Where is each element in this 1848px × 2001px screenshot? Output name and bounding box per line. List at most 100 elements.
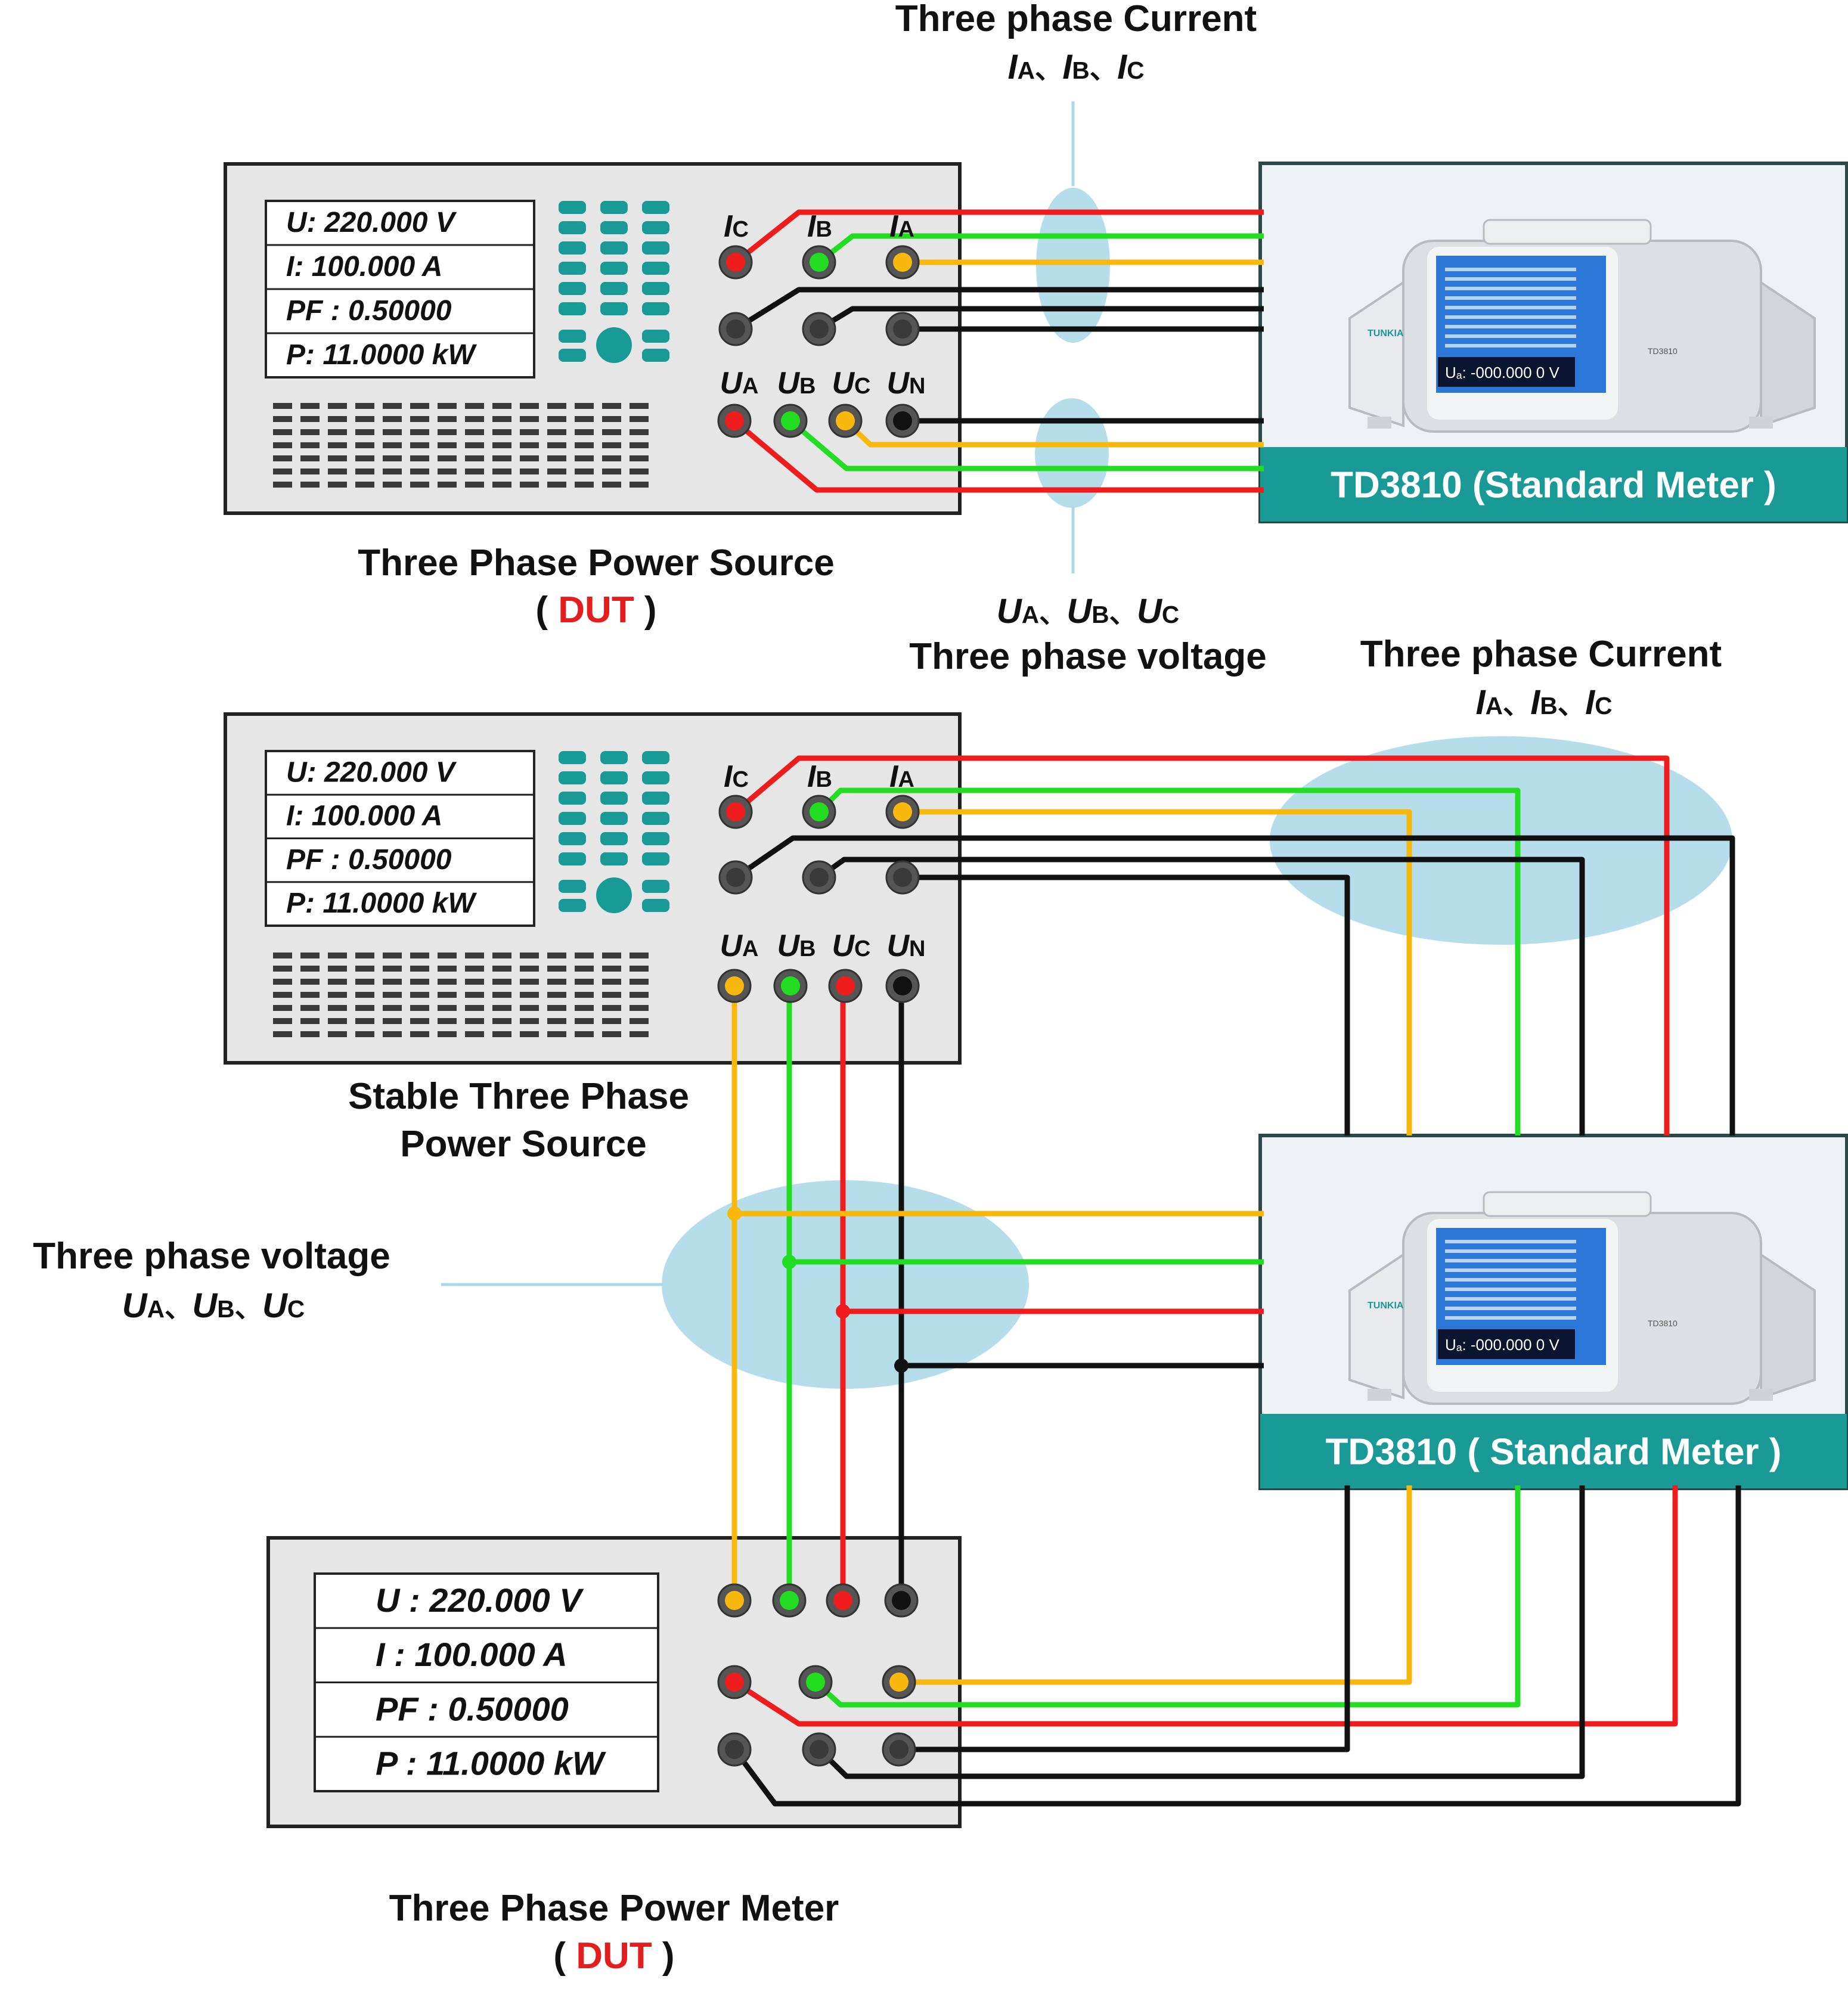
keypad-key: [642, 349, 669, 362]
vent-slot: [465, 1031, 484, 1037]
top-dut-text: DUT: [558, 590, 634, 631]
vent-slot: [273, 482, 292, 488]
terminal-core: [893, 976, 912, 995]
meter-screen-value-bar: [1438, 357, 1575, 387]
meter-screen-row: [1445, 1288, 1576, 1291]
vent-slot: [300, 966, 320, 972]
vent-slot: [328, 1005, 347, 1011]
vent-slot: [410, 455, 429, 461]
keypad-key: [600, 852, 628, 865]
readout-line: PF : 0.50000: [286, 844, 452, 876]
bottom-current-symbols: IA、IB、IC: [1475, 683, 1612, 722]
meter-screen-row: [1445, 296, 1576, 300]
bot-wire-ib-in-ret: [817, 1485, 1585, 1779]
vent-slot: [300, 416, 320, 422]
vent-slot: [547, 1031, 566, 1037]
vent-slot: [575, 442, 594, 448]
vent-slot: [300, 403, 320, 409]
vent-slot: [547, 1018, 566, 1024]
vent-slot: [465, 416, 484, 422]
terminal-core: [836, 976, 855, 995]
meter-screen-row: [1445, 1268, 1576, 1272]
vent-slot: [383, 455, 402, 461]
terminal-core: [810, 802, 829, 821]
vent-slot: [575, 1018, 594, 1024]
vent-slot: [465, 429, 484, 435]
vent-slot: [328, 442, 347, 448]
top-source-vent-grille: [273, 403, 649, 488]
vent-slot: [465, 953, 484, 958]
vent-slot: [355, 1005, 374, 1011]
vent-slot: [438, 469, 457, 474]
terminal-core: [725, 411, 744, 430]
meter-device-handle-right: [1760, 280, 1816, 427]
vent-slot: [602, 429, 621, 435]
meter-foot: [1368, 1389, 1391, 1401]
vent-slot: [355, 455, 374, 461]
vent-slot: [602, 1018, 621, 1024]
vent-slot: [438, 1031, 457, 1037]
junction-un: [894, 1358, 909, 1373]
vent-slot: [300, 1018, 320, 1024]
meter-device-handle-right: [1760, 1252, 1816, 1400]
terminal-core: [893, 253, 912, 272]
terminal-core: [725, 976, 744, 995]
readout-line: P: 11.0000 kW: [286, 888, 477, 919]
top-standard-meter: TD3810 (Standard Meter )Uₐ: -000.000 0 V…: [1258, 162, 1848, 523]
keypad-key: [600, 751, 628, 764]
vent-slot: [328, 1031, 347, 1037]
vent-slot: [355, 1031, 374, 1037]
vent-slot: [465, 1005, 484, 1011]
vent-slot: [328, 416, 347, 422]
bottom-current-title: Three phase Current: [1360, 634, 1722, 675]
vent-slot: [547, 429, 566, 435]
vent-slot: [630, 416, 649, 422]
vent-slot: [273, 1018, 292, 1024]
vent-slot: [520, 403, 539, 409]
terminal-core: [781, 976, 800, 995]
keypad-key: [642, 852, 669, 865]
vent-slot: [383, 403, 402, 409]
vent-slot: [602, 469, 621, 474]
vent-slot: [602, 953, 621, 958]
vent-slot: [273, 1005, 292, 1011]
vent-slot: [438, 403, 457, 409]
vent-slot: [602, 455, 621, 461]
meter-screen-row: [1445, 1249, 1576, 1253]
vent-slot: [465, 455, 484, 461]
keypad-key: [642, 751, 669, 764]
vent-slot: [355, 429, 374, 435]
keypad-key: [642, 792, 669, 805]
meter-screen-value: Uₐ: -000.000 0 V: [1445, 1336, 1559, 1354]
vent-slot: [547, 953, 566, 958]
vent-slot: [410, 992, 429, 998]
vent-slot: [492, 1018, 511, 1024]
vent-slot: [273, 1031, 292, 1037]
vent-slot: [520, 429, 539, 435]
vent-slot: [438, 416, 457, 422]
junction-ub: [782, 1255, 796, 1269]
vent-slot: [575, 979, 594, 985]
bot-wire-ia-ret: [903, 874, 1350, 1136]
vent-slot: [492, 482, 511, 488]
keypad-key: [642, 221, 669, 234]
readout-line: I: 100.000 A: [286, 251, 442, 283]
keypad-key: [559, 880, 586, 893]
vent-slot: [465, 966, 484, 972]
vent-slot: [465, 979, 484, 985]
vent-slot: [328, 482, 347, 488]
vent-slot: [355, 1018, 374, 1024]
vent-slot: [383, 416, 402, 422]
meter-screen-row: [1445, 1307, 1576, 1310]
terminal-label: IB: [807, 759, 832, 794]
vent-slot: [630, 469, 649, 474]
vent-slot: [383, 442, 402, 448]
vent-slot: [575, 966, 594, 972]
vent-slot: [520, 966, 539, 972]
vent-slot: [438, 953, 457, 958]
readout-line: U: 220.000 V: [286, 207, 457, 238]
vent-slot: [630, 403, 649, 409]
